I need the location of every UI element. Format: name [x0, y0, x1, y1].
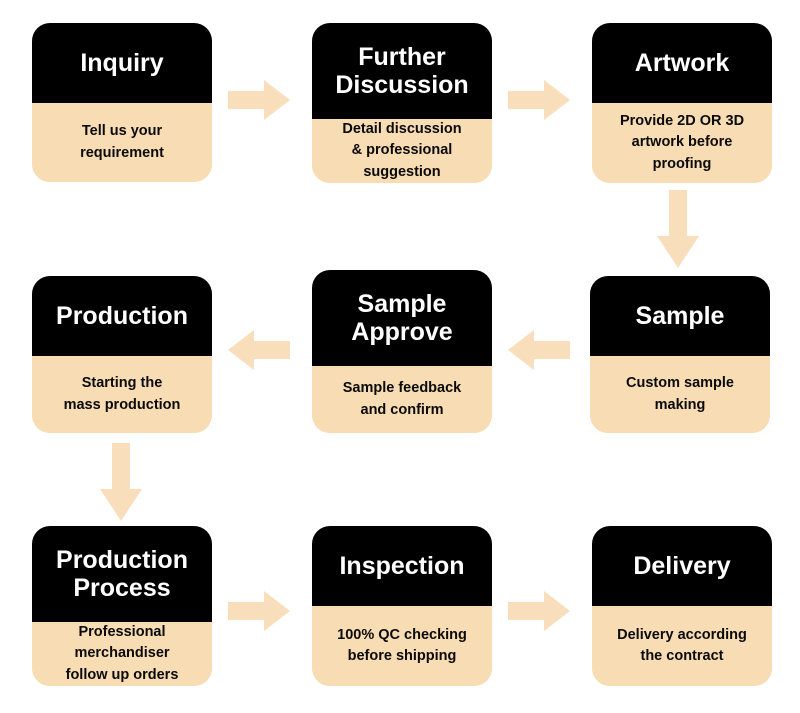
step-description-inquiry: Tell us your requirement [32, 103, 212, 182]
step-title-delivery: Delivery [592, 526, 772, 606]
arrow-left-sample-to-sample-approve [508, 328, 570, 372]
step-description-delivery: Delivery according the contract [592, 606, 772, 686]
step-title-inquiry: Inquiry [32, 23, 212, 103]
arrow-right-inquiry-to-further-discussion [228, 78, 290, 122]
step-description-sample-approve: Sample feedback and confirm [312, 366, 492, 433]
step-card-sample[interactable]: Sample Custom sample making [590, 276, 770, 433]
step-title-production-process: Production Process [32, 526, 212, 622]
arrow-down-artwork-to-sample [655, 190, 701, 268]
arrow-right-further-discussion-to-artwork [508, 78, 570, 122]
step-title-production: Production [32, 276, 212, 356]
step-title-artwork: Artwork [592, 23, 772, 103]
step-card-sample-approve[interactable]: Sample Approve Sample feedback and confi… [312, 270, 492, 433]
step-card-delivery[interactable]: Delivery Delivery according the contract [592, 526, 772, 686]
arrow-left-sample-approve-to-production [228, 328, 290, 372]
step-card-further-discussion[interactable]: Further Discussion Detail discussion & p… [312, 23, 492, 183]
step-title-sample: Sample [590, 276, 770, 356]
step-description-inspection: 100% QC checking before shipping [312, 606, 492, 686]
step-card-production[interactable]: Production Starting the mass production [32, 276, 212, 433]
step-description-production: Starting the mass production [32, 356, 212, 433]
step-description-sample: Custom sample making [590, 356, 770, 433]
step-card-artwork[interactable]: Artwork Provide 2D OR 3D artwork before … [592, 23, 772, 183]
step-description-artwork: Provide 2D OR 3D artwork before proofing [592, 103, 772, 183]
step-card-inspection[interactable]: Inspection 100% QC checking before shipp… [312, 526, 492, 686]
step-card-production-process[interactable]: Production Process Professional merchand… [32, 526, 212, 686]
arrow-down-production-to-production-process [98, 443, 144, 521]
step-card-inquiry[interactable]: Inquiry Tell us your requirement [32, 23, 212, 182]
arrow-right-production-process-to-inspection [228, 589, 290, 633]
arrow-right-inspection-to-delivery [508, 589, 570, 633]
step-title-further-discussion: Further Discussion [312, 23, 492, 119]
step-description-production-process: Professional merchandiser follow up orde… [32, 622, 212, 686]
step-description-further-discussion: Detail discussion & professional suggest… [312, 119, 492, 183]
step-title-sample-approve: Sample Approve [312, 270, 492, 366]
step-title-inspection: Inspection [312, 526, 492, 606]
